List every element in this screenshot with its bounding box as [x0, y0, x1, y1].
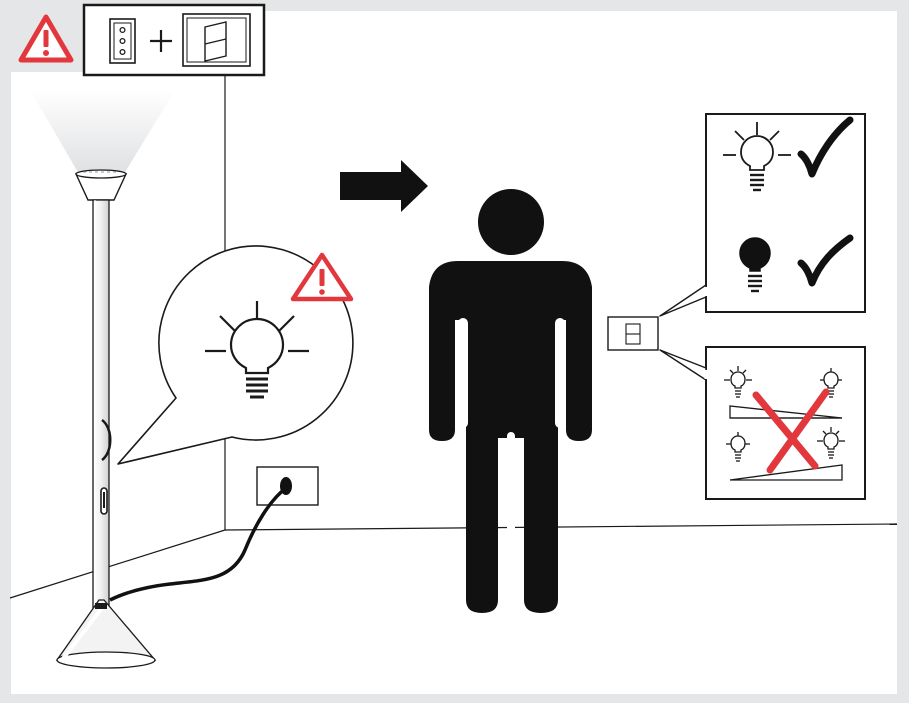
checkmark-icon	[797, 234, 854, 287]
warning-triangle-icon	[18, 14, 74, 63]
person-icon	[429, 189, 592, 613]
incompatible-dimming-panel	[659, 346, 866, 500]
cross-icon	[752, 388, 830, 474]
light-bulb-off-icon	[739, 237, 771, 293]
compatible-bulbs-panel	[659, 113, 866, 317]
wall-socket-icon	[256, 466, 319, 506]
light-bulb-on-icon	[723, 122, 791, 192]
lamp-light-beam	[30, 90, 175, 174]
wall-switch-icon	[607, 316, 659, 351]
dimmer-switch-icon	[109, 18, 136, 64]
power-cable	[109, 486, 288, 602]
checkmark-icon	[797, 116, 854, 178]
warning-triangle-icon	[290, 252, 354, 302]
floor-lamp	[30, 90, 175, 669]
rocker-switch-icon	[182, 13, 251, 67]
lamp-dimmer-knob	[101, 418, 112, 462]
light-bulb-icon	[205, 301, 309, 399]
plus-icon	[150, 30, 172, 52]
arrow-right-icon	[340, 160, 428, 212]
